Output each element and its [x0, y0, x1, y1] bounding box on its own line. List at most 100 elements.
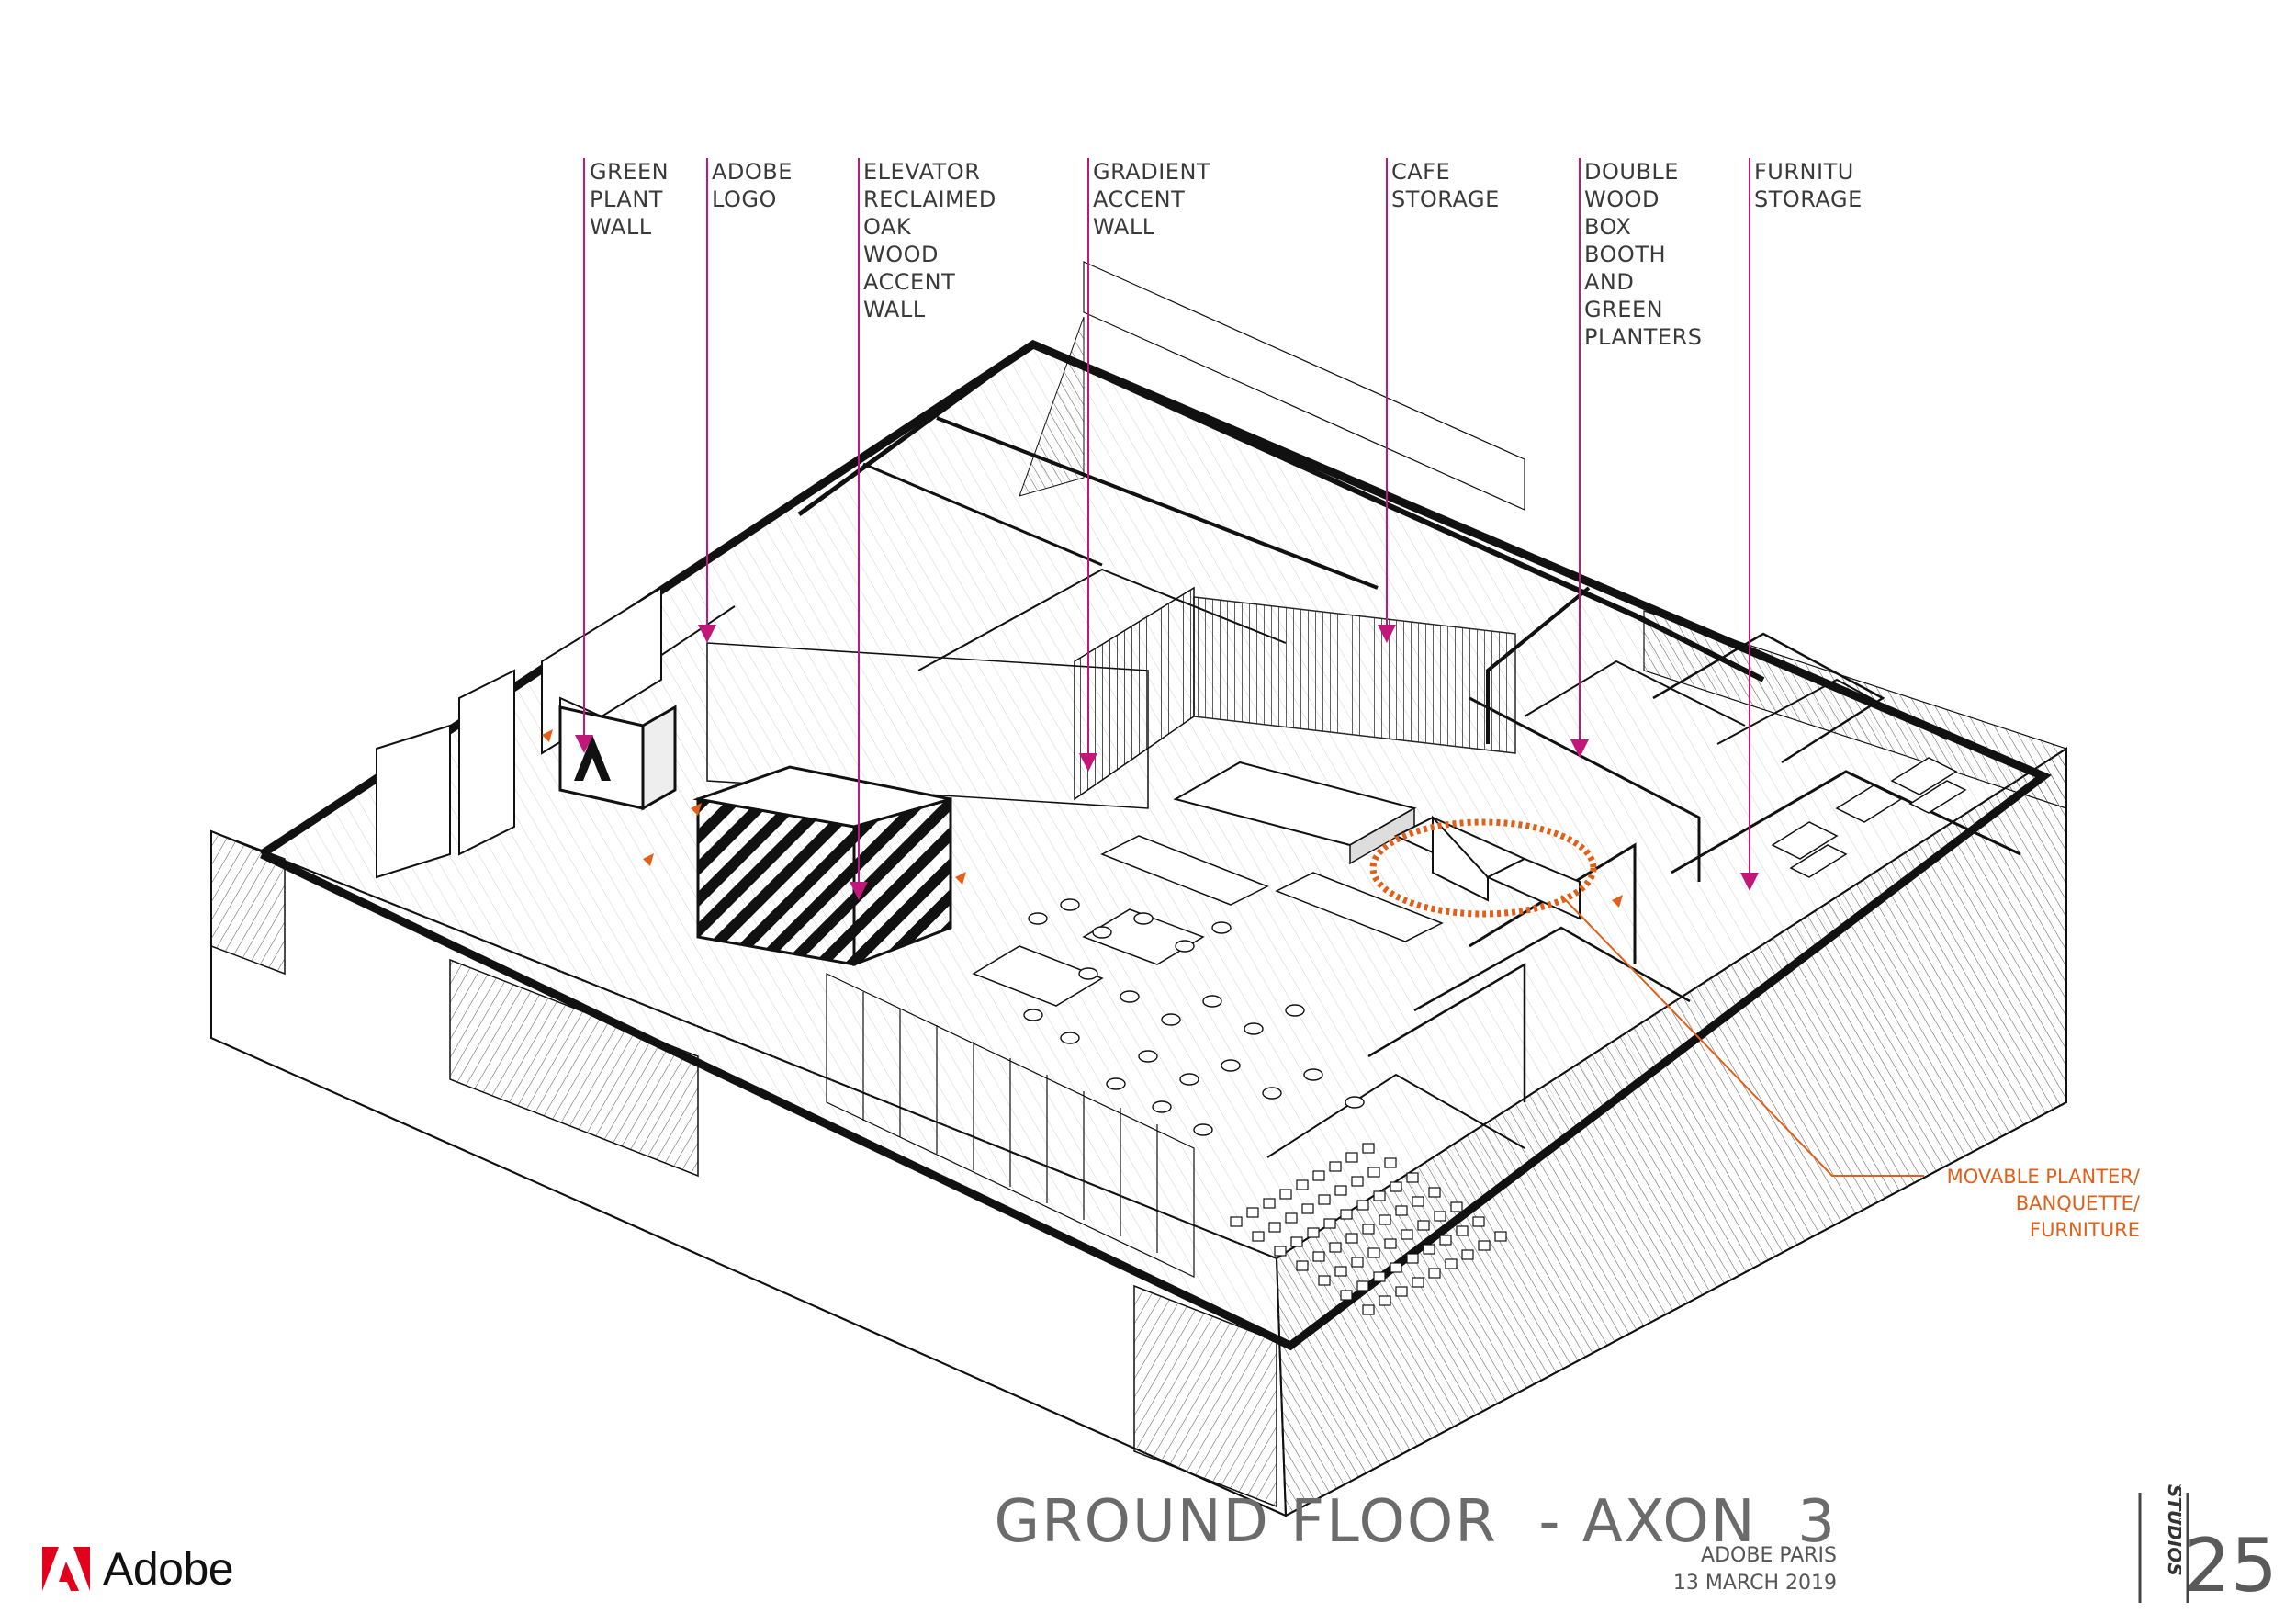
round-table [1133, 912, 1154, 925]
auditorium-seat [1401, 1229, 1413, 1240]
label-green-plant-wall: GREEN PLANT WALL [590, 158, 669, 241]
seating [1023, 898, 1365, 1136]
auditorium-seat [1334, 1185, 1347, 1196]
label-line: WALL [863, 297, 926, 322]
auditorium-seat [1362, 1224, 1375, 1235]
label-line: AND [1584, 269, 1635, 295]
movable-planter-leader [1560, 895, 1924, 1177]
round-table [1106, 1077, 1126, 1090]
auditorium-seat [1445, 1258, 1458, 1269]
label-line: GRADIENT [1093, 159, 1211, 185]
auditorium-seat [1395, 1286, 1408, 1297]
auditorium-seat [1390, 1262, 1402, 1273]
round-table [1078, 967, 1098, 980]
elevator-core [692, 765, 952, 967]
label-adobe-logo: ADOBE LOGO [712, 158, 793, 213]
label-line: WOOD [1584, 186, 1660, 212]
label-line: OAK [863, 214, 912, 240]
auditorium-seat [1356, 1200, 1369, 1211]
auditorium-seat [1417, 1220, 1430, 1231]
sheet-date: 13 MARCH 2019 [1672, 1572, 1837, 1595]
auditorium-seat [1379, 1295, 1391, 1306]
round-table [1262, 1087, 1282, 1100]
label-gradient-accent-wall: GRADIENT ACCENT WALL [1093, 158, 1210, 241]
workstations [1771, 757, 1967, 878]
studios-divider [2138, 1493, 2189, 1603]
label-line: DOUBLE [1584, 159, 1679, 185]
auditorium-seat [1373, 1190, 1386, 1201]
auditorium-seat [1406, 1172, 1419, 1183]
label-line: LOGO [712, 186, 777, 212]
label-line: ELEVATOR [863, 159, 981, 185]
round-table [1285, 1004, 1305, 1017]
auditorium-seat [1379, 1214, 1391, 1225]
svg-text:STUDIOS: STUDIOS [2164, 1484, 2181, 1576]
round-table [1345, 1096, 1365, 1109]
auditorium-seat [1296, 1260, 1309, 1271]
auditorium-seat [1428, 1268, 1441, 1279]
round-table [1023, 1009, 1043, 1021]
round-table [1175, 940, 1195, 953]
auditorium-seat [1290, 1236, 1303, 1247]
label-line: WOOD [863, 242, 939, 267]
label-line: STORAGE [1754, 186, 1863, 212]
svg-text:architecture: architecture [2177, 1484, 2181, 1535]
auditorium-seat [1412, 1196, 1424, 1207]
brand-name: Adobe [103, 1543, 234, 1595]
label-line: RECLAIMED [863, 186, 996, 212]
cafe-counter [1173, 761, 1417, 865]
auditorium-seat [1384, 1157, 1397, 1168]
round-table [1221, 1059, 1241, 1072]
adobe-logo-cube [558, 705, 677, 811]
auditorium-seat [1340, 1209, 1353, 1220]
orange-markers [542, 729, 1623, 908]
round-table [1211, 921, 1232, 934]
label-line: MOVABLE PLANTER/ [1946, 1166, 2140, 1188]
auditorium-seat [1395, 1205, 1408, 1216]
auditorium-seat [1494, 1231, 1507, 1242]
auditorium-seat [1367, 1247, 1380, 1258]
auditorium-seat [1439, 1235, 1452, 1246]
round-table [1244, 1022, 1264, 1035]
label-line: BOOTH [1584, 242, 1667, 267]
auditorium-seating [1230, 1143, 1507, 1315]
auditorium-seat [1285, 1212, 1298, 1224]
label-line: PLANTERS [1584, 324, 1703, 350]
round-table [1138, 1050, 1158, 1063]
round-table [1060, 1032, 1080, 1044]
auditorium-seat [1345, 1152, 1358, 1163]
callout-leaders [575, 158, 1759, 900]
label-line: BANQUETTE/ [2015, 1192, 2140, 1214]
auditorium-seat [1230, 1216, 1243, 1227]
auditorium-seat [1428, 1187, 1441, 1198]
auditorium-seat [1423, 1244, 1435, 1255]
label-line: WALL [590, 214, 652, 240]
auditorium-seat [1345, 1233, 1358, 1244]
label-furniture-storage: FURNITU STORAGE [1754, 158, 1863, 213]
round-table [1092, 926, 1112, 939]
glass-facade [826, 973, 1195, 1278]
auditorium-seat [1390, 1181, 1402, 1192]
auditorium-seat [1450, 1201, 1463, 1212]
sheet-title: GROUND FLOOR - AXON 3 [994, 1488, 1837, 1556]
auditorium-seat [1246, 1207, 1259, 1218]
round-table [1193, 1123, 1213, 1136]
page-number: 25 [2184, 1523, 2278, 1608]
auditorium-seat [1362, 1304, 1375, 1315]
auditorium-seat [1434, 1211, 1446, 1222]
label-elevator-accent-wall: ELEVATOR RECLAIMED OAK WOOD ACCENT WALL [863, 158, 996, 323]
auditorium-seat [1252, 1231, 1265, 1242]
round-table [1028, 912, 1048, 925]
auditorium-seat [1329, 1242, 1342, 1253]
label-line: STORAGE [1391, 186, 1500, 212]
auditorium-seat [1312, 1170, 1325, 1181]
label-wood-box-booth: DOUBLE WOOD BOX BOOTH AND GREEN PLANTERS [1584, 158, 1703, 351]
auditorium-seat [1329, 1161, 1342, 1172]
project-name: ADOBE PARIS [1701, 1544, 1837, 1567]
label-line: PLANT [590, 186, 663, 212]
auditorium-seat [1456, 1225, 1469, 1236]
label-line: ACCENT [863, 269, 956, 295]
label-line: CAFE [1391, 159, 1451, 185]
movable-planter-highlight [1369, 818, 1597, 918]
label-line: FURNITURE [2029, 1219, 2140, 1241]
